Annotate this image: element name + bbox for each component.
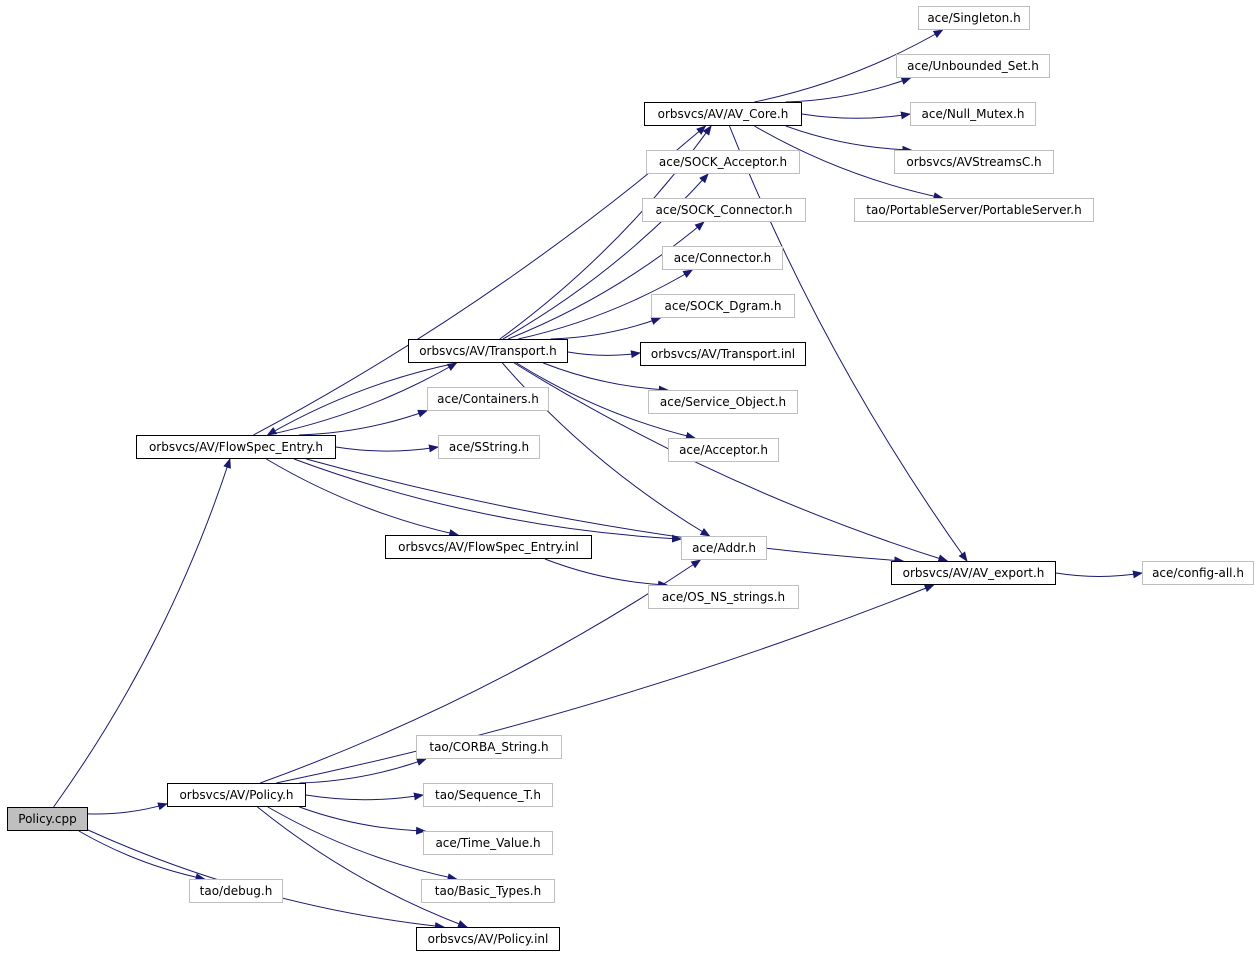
node-singleton-h[interactable]: ace/Singleton.h: [918, 6, 1030, 30]
edge-flowspec_h-to-flowspec_inl: [266, 458, 460, 537]
edge-transport_h-to-sock_connector: [507, 221, 705, 340]
edge-transport_h-to-flowspec_h: [266, 362, 457, 436]
edge-flowspec_h-to-transport_h: [267, 362, 458, 436]
node-transport-inl[interactable]: orbsvcs/AV/Transport.inl: [640, 342, 806, 366]
node-null-mutex-h[interactable]: ace/Null_Mutex.h: [910, 102, 1036, 126]
node-tao-debug[interactable]: tao/debug.h: [189, 879, 283, 903]
edge-flowspec_h-to-addr: [293, 458, 682, 543]
node-av-export-h[interactable]: orbsvcs/AV/AV_export.h: [891, 561, 1056, 585]
node-service-object-h[interactable]: ace/Service_Object.h: [648, 390, 798, 414]
node-avstreamsc-h[interactable]: orbsvcs/AVStreamsC.h: [894, 150, 1054, 174]
edge-av_core-to-avstreamsc: [785, 125, 913, 154]
node-transport-h[interactable]: orbsvcs/AV/Transport.h: [408, 339, 568, 363]
edge-transport_h-to-connector: [518, 269, 694, 340]
edge-av_core-to-portable_server: [754, 125, 944, 201]
edge-policy_h-to-av_export: [276, 584, 935, 784]
edge-policy_cpp-to-tao_debug: [78, 830, 206, 882]
node-av-core-h[interactable]: orbsvcs/AV/AV_Core.h: [644, 102, 802, 126]
edge-transport_h-to-acceptor: [516, 362, 696, 440]
node-os-ns-strings-h[interactable]: ace/OS_NS_strings.h: [648, 585, 799, 609]
edge-av_core-to-unbounded_set: [785, 77, 912, 103]
node-config-all-h[interactable]: ace/config-all.h: [1142, 561, 1254, 585]
node-policy-cpp[interactable]: Policy.cpp: [7, 807, 88, 831]
node-policy-inl[interactable]: orbsvcs/AV/Policy.inl: [416, 927, 560, 951]
edge-policy_h-to-time_value: [299, 806, 427, 835]
node-sequence-t-h[interactable]: tao/Sequence_T.h: [423, 783, 553, 807]
edge-flowspec_h-to-av_core: [253, 125, 707, 436]
edge-transport_h-to-service_object: [543, 362, 669, 394]
node-containers-h[interactable]: ace/Containers.h: [427, 387, 549, 411]
node-corba-string-h[interactable]: tao/CORBA_String.h: [416, 735, 562, 759]
edge-transport_h-to-sock_dgram: [550, 317, 662, 340]
node-portable-server-h[interactable]: tao/PortableServer/PortableServer.h: [854, 198, 1094, 222]
node-sstring-h[interactable]: ace/SString.h: [438, 435, 540, 459]
node-sock-dgram-h[interactable]: ace/SOCK_Dgram.h: [651, 294, 795, 318]
edge-flowspec_h-to-sstring: [335, 444, 439, 453]
node-acceptor-h[interactable]: ace/Acceptor.h: [668, 438, 779, 462]
edge-transport_h-to-transport_inl: [567, 350, 641, 359]
edge-policy_cpp-to-policy_h: [87, 802, 168, 815]
edge-flowspec_h-to-containers: [298, 409, 428, 436]
edge-flowspec_inl-to-os_ns_strings: [544, 558, 669, 589]
node-sock-acceptor-h[interactable]: ace/SOCK_Acceptor.h: [646, 150, 800, 174]
edge-policy_h-to-sequence_t: [305, 792, 424, 801]
edge-av_core-to-null_mutex: [801, 111, 911, 120]
edge-policy_h-to-basic_types: [267, 806, 458, 882]
edge-policy_cpp-to-flowspec_h: [53, 458, 231, 808]
node-addr-h[interactable]: ace/Addr.h: [681, 536, 767, 560]
edge-av_export-to-config_all: [1055, 570, 1143, 579]
edge-transport_h-to-av_export: [513, 362, 949, 563]
edge-policy_h-to-addr: [260, 559, 702, 784]
node-sock-connector-h[interactable]: ace/SOCK_Connector.h: [642, 198, 806, 222]
node-policy-h[interactable]: orbsvcs/AV/Policy.h: [167, 783, 306, 807]
edge-flowspec_h-to-av_export: [306, 458, 905, 565]
edge-av_core-to-singleton: [754, 29, 944, 103]
node-flowspec-entry-h[interactable]: orbsvcs/AV/FlowSpec_Entry.h: [136, 435, 336, 459]
node-flowspec-entry-inl[interactable]: orbsvcs/AV/FlowSpec_Entry.inl: [385, 535, 592, 559]
node-basic-types-h[interactable]: tao/Basic_Types.h: [421, 879, 555, 903]
node-connector-h[interactable]: ace/Connector.h: [662, 246, 783, 270]
node-unbounded-set-h[interactable]: ace/Unbounded_Set.h: [896, 54, 1050, 78]
edge-av_core-to-av_export: [729, 125, 968, 562]
node-time-value-h[interactable]: ace/Time_Value.h: [423, 831, 553, 855]
edge-layer: [53, 29, 1143, 931]
edge-policy_h-to-policy_inl: [257, 806, 468, 928]
edge-policy_h-to-corba_string: [299, 758, 427, 784]
